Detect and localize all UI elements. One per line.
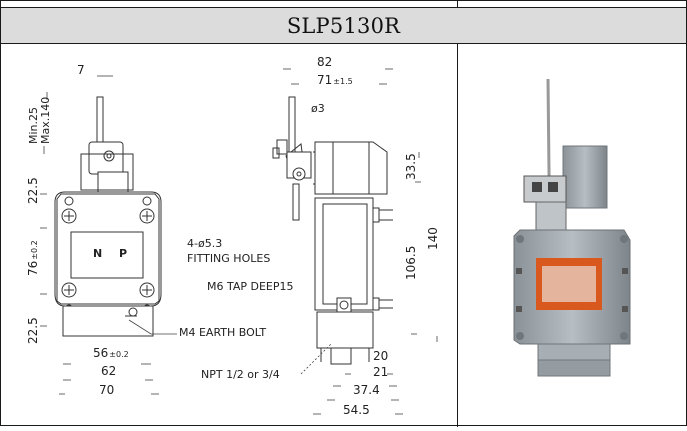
dimension-drawing: 7 82 71±1.5 ø3 Min.25 Max.140 22.5 76±0.…	[1, 44, 457, 427]
dim-62: 62	[101, 364, 116, 378]
fitting-holes-size: 4-ø5.3	[187, 237, 222, 250]
side-body	[314, 197, 374, 311]
dim-min25: Min.25	[27, 107, 40, 144]
earth-bolt-label: M4 EARTH BOLT	[179, 326, 266, 339]
model-header: SLP5130R	[1, 8, 686, 44]
dim-54-5: 54.5	[343, 403, 370, 417]
dim-phi3: ø3	[311, 102, 325, 115]
product-photo	[458, 44, 686, 427]
drawing-svg: 7 82 71±1.5 ø3 Min.25 Max.140 22.5 76±0.…	[26, 55, 440, 417]
model-title: SLP5130R	[286, 13, 401, 38]
dim-56: 56±0.2	[93, 346, 129, 360]
column-divider	[457, 44, 458, 427]
dim-22-5-top: 22.5	[26, 177, 40, 204]
side-head	[314, 141, 388, 195]
dim-7: 7	[77, 63, 85, 77]
nameplate	[70, 231, 144, 279]
front-lower-box	[62, 305, 154, 337]
dim-33-5: 33.5	[404, 153, 418, 180]
dim-140: 140	[426, 227, 440, 250]
front-lever-rod	[96, 96, 104, 144]
dim-106-5: 106.5	[404, 246, 418, 280]
dim-76: 76±0.2	[26, 240, 40, 276]
nameplate-p: P	[119, 247, 127, 260]
dim-70: 70	[99, 383, 114, 397]
dim-71: 71±1.5	[317, 73, 353, 87]
npt-label: NPT 1/2 or 3/4	[201, 368, 280, 381]
side-lever-rod	[288, 96, 296, 158]
fitting-holes-label: FITTING HOLES	[187, 252, 270, 265]
dim-37-4: 37.4	[353, 383, 380, 397]
top-strip	[1, 1, 686, 8]
dim-22-5-bot: 22.5	[26, 317, 40, 344]
dim-82: 82	[317, 55, 332, 69]
nameplate-n: N	[93, 247, 102, 260]
product-photo-svg	[513, 78, 631, 377]
tap-label: M6 TAP DEEP15	[207, 280, 294, 293]
dim-20: 20	[373, 349, 388, 363]
dim-21: 21	[373, 365, 388, 379]
dim-max140: Max.140	[39, 97, 52, 144]
